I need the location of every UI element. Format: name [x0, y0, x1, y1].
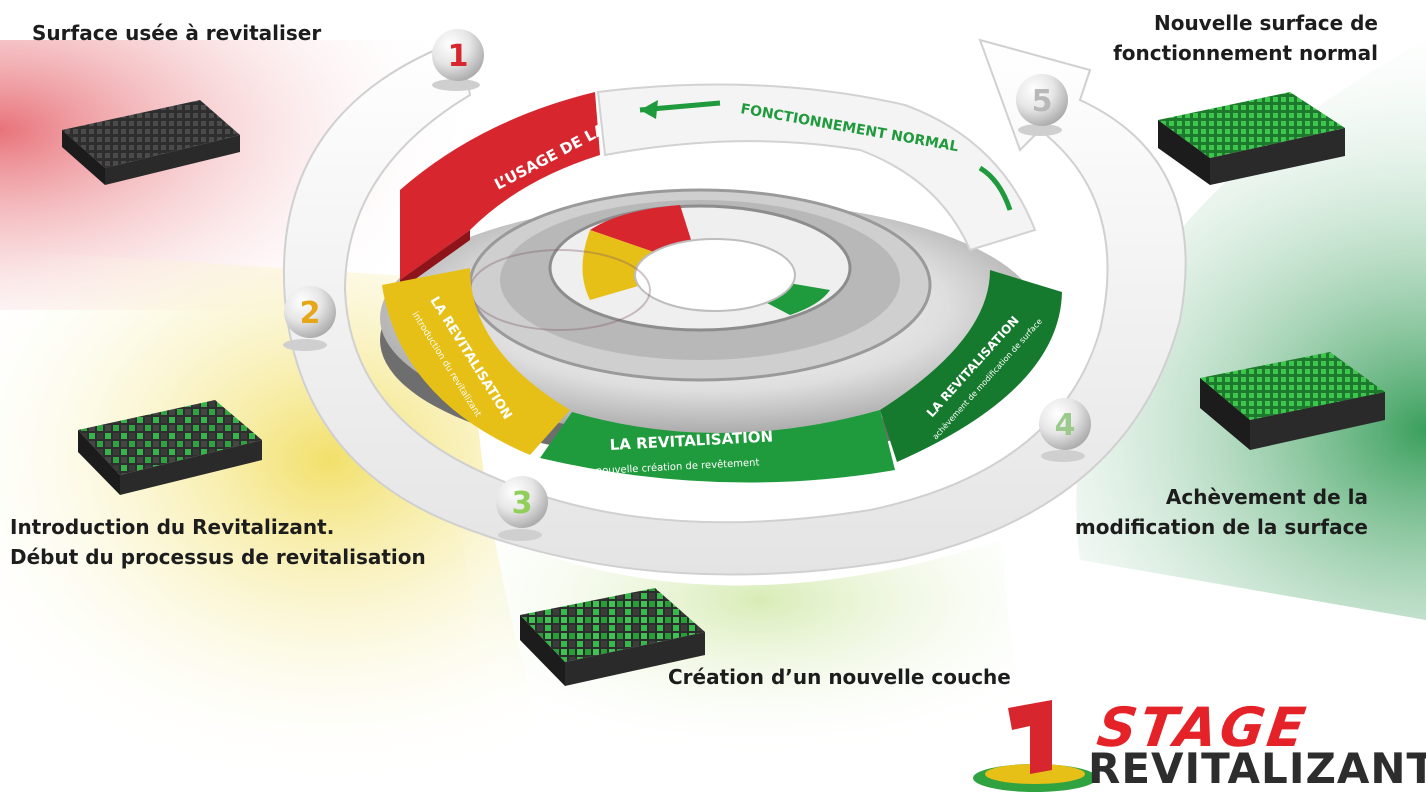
- outer-track: [283, 38, 1187, 576]
- marker-4: 4: [1039, 398, 1091, 462]
- surface-block-new-layer: [520, 588, 705, 686]
- caption-line: Introduction du Revitalizant.: [10, 515, 335, 539]
- marker-5: 5: [1016, 74, 1068, 136]
- marker-3: 3: [496, 476, 548, 541]
- marker-4-number: 4: [1055, 408, 1076, 443]
- caption-line: Création d’un nouvelle couche: [668, 665, 1011, 689]
- marker-3-number: 3: [512, 486, 533, 521]
- brand-logo: 1 STAGE REVITALIZANT: [960, 696, 1426, 796]
- caption-line: Nouvelle surface de: [1153, 11, 1378, 35]
- surface-block-completion: [1200, 352, 1385, 450]
- caption-line: Surface usée à revitaliser: [32, 21, 322, 45]
- logo-numeral-icon: 1: [973, 700, 1097, 792]
- caption-line: fonctionnement normal: [1113, 41, 1378, 65]
- surface-block-introduction: [78, 400, 262, 495]
- marker-2-number: 2: [300, 296, 321, 331]
- caption-introduction: Introduction du Revitalizant. Début du p…: [10, 512, 426, 572]
- marker-5-number: 5: [1032, 84, 1053, 119]
- caption-worn-surface: Surface usée à revitaliser: [32, 18, 321, 48]
- logo-revitalizant-text: REVITALIZANT: [1088, 744, 1426, 793]
- green-wash: [1076, 40, 1426, 620]
- segment-revitalisation-3: LA REVITALISATION nouvelle création de r…: [540, 410, 895, 483]
- marker-2: 2: [283, 286, 336, 351]
- caption-completion: Achèvement de la modification de la surf…: [1075, 482, 1368, 542]
- caption-normal-surface: Nouvelle surface de fonctionnement norma…: [1113, 8, 1378, 68]
- caption-line: modification de la surface: [1074, 515, 1368, 539]
- lightgreen-wash: [460, 520, 1030, 800]
- surface-block-normal: [1158, 92, 1345, 185]
- surface-block-worn: [62, 100, 240, 185]
- marker-1-number: 1: [448, 39, 469, 74]
- central-disc: [380, 188, 1040, 460]
- marker-1: 1: [432, 29, 484, 91]
- caption-line: Début du processus de revitalisation: [10, 545, 426, 569]
- step-markers: 1 2 3 4 5: [283, 29, 1091, 541]
- caption-line: Achèvement de la: [1165, 485, 1368, 509]
- caption-new-layer: Création d’un nouvelle couche: [668, 662, 1011, 692]
